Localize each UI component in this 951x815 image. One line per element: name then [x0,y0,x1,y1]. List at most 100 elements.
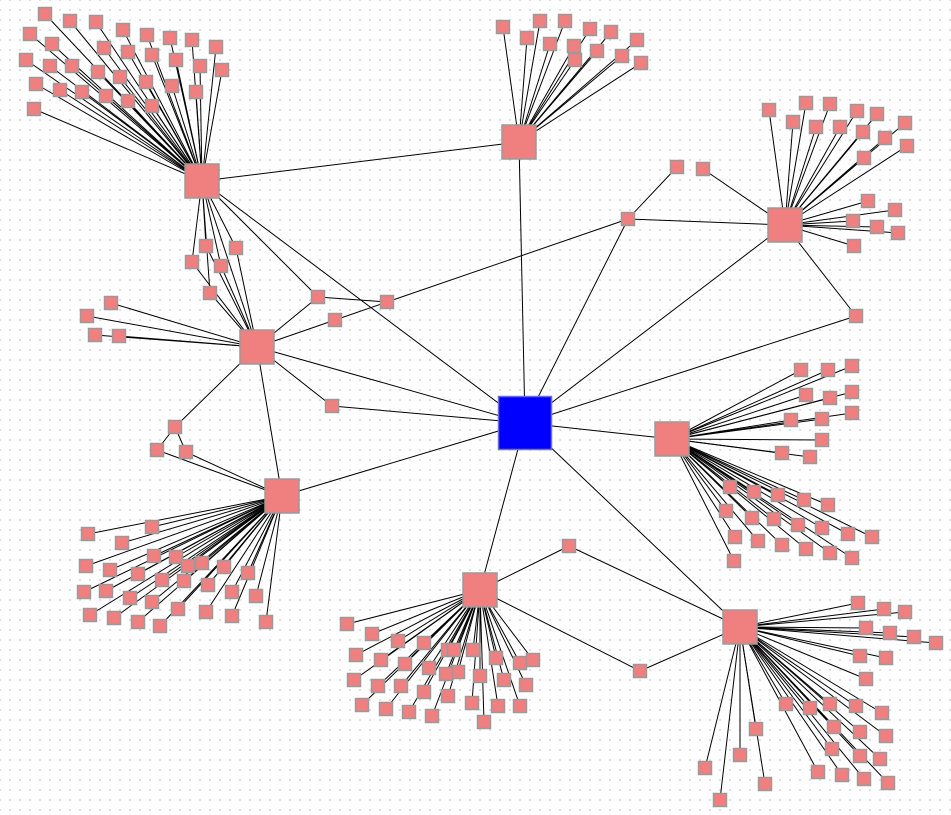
leaf-node[interactable] [567,52,583,68]
leaf-node[interactable] [198,238,214,254]
leaf-node[interactable] [844,550,860,566]
leaf-node[interactable] [928,635,944,651]
bridge-node[interactable] [695,161,711,177]
bridge-node[interactable] [848,308,864,324]
leaf-node[interactable] [103,295,119,311]
leaf-node[interactable] [188,84,204,100]
leaf-node[interactable] [44,36,60,52]
leaf-node[interactable] [774,445,790,461]
leaf-node[interactable] [76,584,92,600]
leaf-node[interactable] [783,412,799,428]
leaf-node[interactable] [629,32,645,48]
leaf-node[interactable] [798,95,814,111]
leaf-node[interactable] [820,497,836,513]
leaf-node[interactable] [512,655,528,671]
leaf-node[interactable] [146,548,162,564]
leaf-node[interactable] [144,47,160,63]
leaf-node[interactable] [213,258,229,274]
leaf-node[interactable] [144,594,160,610]
leaf-node[interactable] [228,240,244,256]
leaf-node[interactable] [525,652,541,668]
leaf-node[interactable] [802,700,818,716]
leaf-node[interactable] [476,714,492,730]
leaf-node[interactable] [856,771,872,787]
leaf-node[interactable] [798,541,814,557]
leaf-node[interactable] [339,616,355,632]
leaf-node[interactable] [750,533,766,549]
leaf-node[interactable] [90,64,106,80]
leaf-node[interactable] [200,577,216,593]
leaf-node[interactable] [855,124,871,140]
leaf-node[interactable] [162,30,178,46]
leaf-node[interactable] [633,55,649,71]
leaf-node[interactable] [74,84,90,100]
hub-node[interactable] [501,124,537,160]
leaf-node[interactable] [880,775,896,791]
leaf-node[interactable] [184,254,200,270]
leaf-node[interactable] [890,225,906,241]
leaf-node[interactable] [488,650,504,666]
leaf-node[interactable] [354,697,370,713]
hub-node[interactable] [462,572,498,608]
leaf-node[interactable] [820,362,836,378]
leaf-node[interactable] [748,721,764,737]
leaf-node[interactable] [726,553,742,569]
leaf-node[interactable] [364,626,380,642]
leaf-node[interactable] [557,13,573,29]
leaf-node[interactable] [790,517,806,533]
leaf-node[interactable] [844,405,860,421]
bridge-node[interactable] [620,211,636,227]
leaf-node[interactable] [614,48,630,64]
hub-node[interactable] [722,609,758,645]
leaf-node[interactable] [802,449,818,465]
leaf-node[interactable] [397,656,413,672]
leaf-node[interactable] [878,728,894,744]
leaf-node[interactable] [757,776,773,792]
leaf-node[interactable] [824,741,840,757]
bridge-node[interactable] [310,289,326,305]
leaf-node[interactable] [826,719,842,735]
leaf-node[interactable] [732,747,748,763]
bridge-node[interactable] [149,442,165,458]
leaf-node[interactable] [860,193,876,209]
leaf-node[interactable] [258,614,274,630]
leaf-node[interactable] [869,106,885,122]
leaf-node[interactable] [111,328,127,344]
leaf-node[interactable] [822,390,838,406]
bridge-node[interactable] [669,159,685,175]
leaf-node[interactable] [102,562,118,578]
leaf-node[interactable] [770,487,786,503]
leaf-node[interactable] [718,503,734,519]
leaf-node[interactable] [192,58,208,74]
leaf-node[interactable] [834,767,850,783]
leaf-node[interactable] [822,545,838,561]
leaf-node[interactable] [464,695,480,711]
leaf-node[interactable] [840,526,856,542]
leaf-node[interactable] [796,492,812,508]
leaf-node[interactable] [845,213,861,229]
hub-node[interactable] [767,207,803,243]
leaf-node[interactable] [872,751,888,767]
leaf-node[interactable] [370,678,386,694]
leaf-node[interactable] [168,549,184,565]
leaf-node[interactable] [98,583,114,599]
leaf-node[interactable] [440,688,456,704]
leaf-node[interactable] [848,698,864,714]
leaf-node[interactable] [887,202,903,218]
leaf-node[interactable] [852,724,868,740]
leaf-node[interactable] [26,101,42,117]
leaf-node[interactable] [130,566,146,582]
leaf-node[interactable] [465,642,481,658]
leaf-node[interactable] [712,792,728,808]
leaf-node[interactable] [52,82,68,98]
leaf-node[interactable] [793,362,809,378]
leaf-node[interactable] [822,96,838,112]
leaf-node[interactable] [152,618,168,634]
leaf-node[interactable] [808,119,824,135]
leaf-node[interactable] [727,529,743,545]
leaf-node[interactable] [822,696,838,712]
leaf-node[interactable] [450,664,466,680]
leaf-node[interactable] [22,26,38,42]
leaf-node[interactable] [98,88,114,104]
leaf-node[interactable] [589,43,605,59]
